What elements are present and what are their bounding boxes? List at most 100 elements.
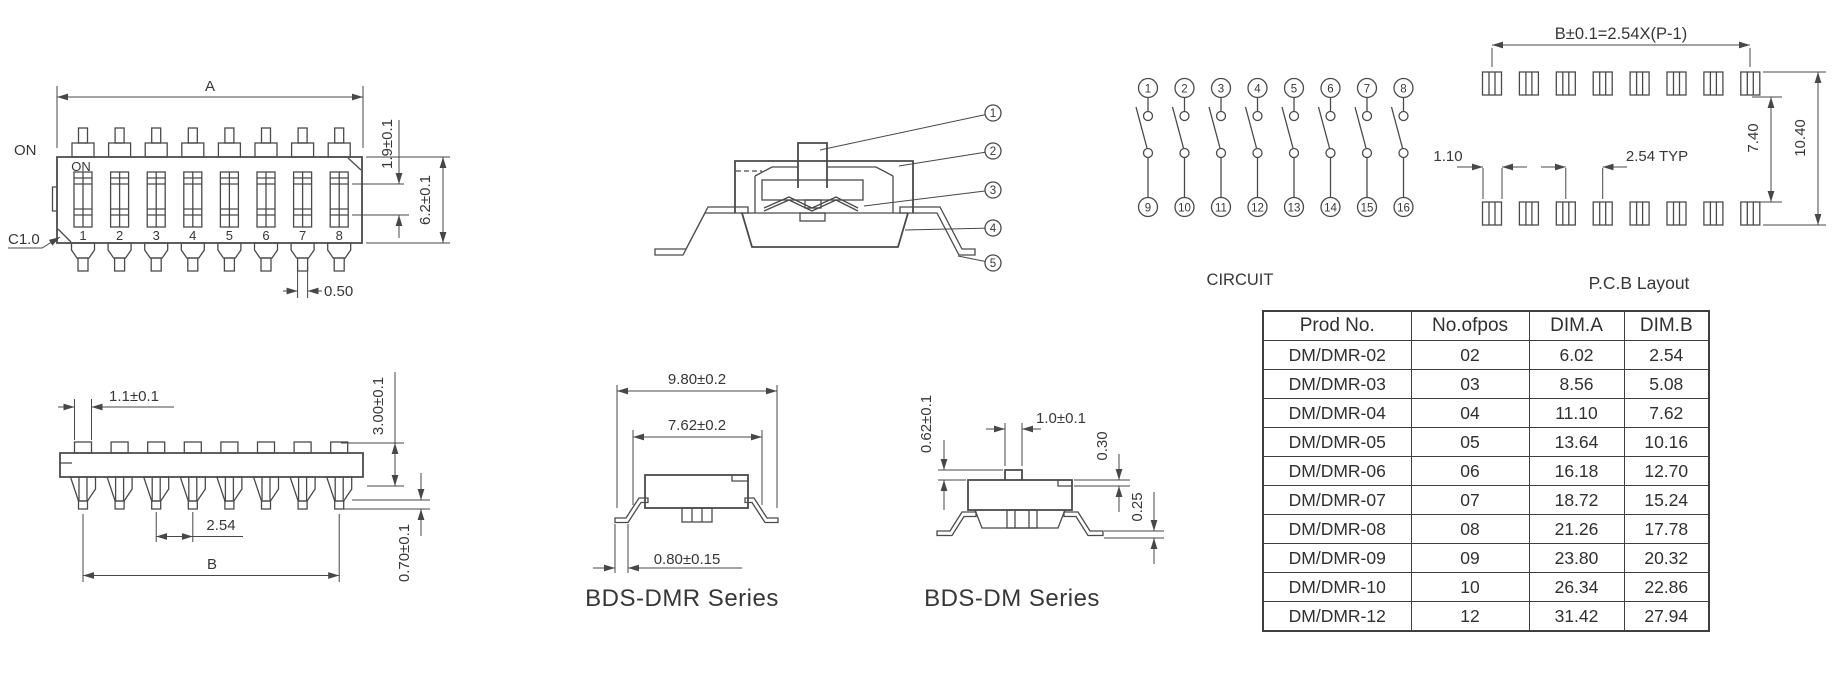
bottom-pin-number: 13 — [1288, 203, 1301, 215]
dmr-series-label: BDS-DMR Series — [585, 585, 779, 612]
actuator-tab — [220, 441, 239, 454]
side-view: 1.1±0.1 2.54 B 3.00±0.1 0.70±0.1 — [58, 372, 430, 582]
pin-foot — [77, 257, 89, 272]
actuator-tab — [147, 441, 166, 454]
table-cell: 2.54 — [1623, 340, 1710, 370]
dim-1-10-label: 1.10 — [1433, 148, 1462, 165]
dim-10-40-label: 10.40 — [1792, 119, 1809, 157]
table-cell: DM/DMR-05 — [1262, 427, 1412, 457]
pin-tip — [151, 500, 162, 510]
pin-tip — [224, 500, 235, 510]
solder-pad — [1629, 201, 1650, 226]
pin-shoulder — [290, 242, 315, 259]
callout-circle — [984, 254, 1002, 272]
left-lead — [654, 206, 749, 256]
top-pin-number: 6 — [1327, 84, 1333, 96]
table-cell: DM/DMR-04 — [1262, 398, 1412, 428]
switch-blade — [1354, 106, 1367, 149]
dmr-view: 9.80±0.2 7.62±0.2 0.80±0.15 BDS-DMR Seri… — [585, 371, 779, 612]
pin-number-circle — [1247, 196, 1268, 218]
position-number: 6 — [262, 228, 269, 243]
callout-leader — [904, 227, 994, 231]
solder-pad — [1740, 201, 1761, 226]
side-view-dimensions — [58, 372, 430, 582]
contact — [1288, 110, 1300, 122]
dim-b-label: B — [207, 556, 217, 573]
bottom-pin-number: 9 — [1145, 203, 1151, 215]
solder-pad — [1666, 71, 1687, 96]
on-label-outer: ON — [14, 142, 37, 159]
solder-pad — [1629, 71, 1650, 96]
callout-circle — [984, 219, 1002, 237]
switch-blade — [1281, 106, 1294, 149]
on-label-inner: ON — [71, 159, 91, 174]
position-number: 7 — [299, 228, 306, 243]
table-cell: DM/DMR-09 — [1262, 543, 1412, 573]
table-cell: 18.72 — [1528, 485, 1625, 515]
actuator-neck — [151, 127, 162, 144]
pcb-dimensions — [1457, 41, 1826, 226]
pin-shoulder — [253, 242, 279, 259]
table-cell: 02 — [1410, 340, 1530, 370]
actuator-neck — [187, 127, 198, 144]
pin-tip — [187, 500, 198, 510]
top-pin-number: 3 — [1218, 84, 1224, 96]
table-cell: 09 — [1410, 543, 1530, 573]
dm-series-label: BDS-DM Series — [924, 585, 1100, 612]
switch-blade — [1135, 106, 1148, 149]
pin-body — [252, 476, 280, 502]
solder-pad — [1555, 201, 1576, 226]
pin-number-circle — [1393, 196, 1414, 218]
contact — [1179, 110, 1190, 122]
table-cell: 16.18 — [1528, 456, 1625, 486]
actuator-cap — [144, 142, 168, 158]
table-cell: DM/DMR-10 — [1262, 572, 1412, 602]
pin-body — [69, 476, 97, 502]
switch-blade — [1171, 106, 1185, 149]
table-cell: 15.24 — [1623, 485, 1710, 515]
switch-blade — [1244, 106, 1258, 149]
callout-circle — [984, 104, 1002, 122]
solder-pad — [1666, 201, 1687, 226]
solder-pad — [1481, 71, 1503, 96]
top-pin-number: 7 — [1364, 84, 1370, 96]
pin-shoulder — [107, 242, 132, 259]
contact — [1142, 147, 1154, 159]
table-cell: DM/DMR-07 — [1262, 485, 1412, 515]
position-number: 2 — [116, 228, 123, 243]
table-cell: 17.78 — [1623, 514, 1710, 544]
right-lead — [899, 206, 976, 256]
callout-leader — [819, 112, 994, 151]
table-cell: 03 — [1410, 369, 1530, 399]
pin-body — [289, 476, 316, 502]
bottom-pin-number: 16 — [1397, 203, 1410, 215]
pin-foot — [187, 257, 199, 272]
pin-shoulder — [144, 242, 169, 259]
actuator-tab — [330, 441, 349, 454]
position-number: 3 — [153, 228, 160, 243]
dim-0-62-label: 0.62±0.1 — [918, 395, 935, 453]
bottom-pin-number: 11 — [1215, 203, 1227, 215]
dim-0-70-label: 0.70±0.1 — [396, 524, 413, 582]
contact — [1288, 147, 1300, 159]
dmr-outline — [614, 474, 779, 524]
callout-leader — [898, 150, 994, 167]
pcb-pads — [1481, 71, 1761, 226]
pin-number-circle — [1283, 196, 1305, 218]
contact — [1142, 110, 1154, 122]
position-number: 4 — [189, 228, 196, 243]
callout-number: 3 — [990, 185, 996, 197]
actuator-neck — [224, 127, 235, 144]
actuator-tab — [110, 441, 129, 454]
dim-9-80-label: 9.80±0.2 — [668, 371, 726, 388]
